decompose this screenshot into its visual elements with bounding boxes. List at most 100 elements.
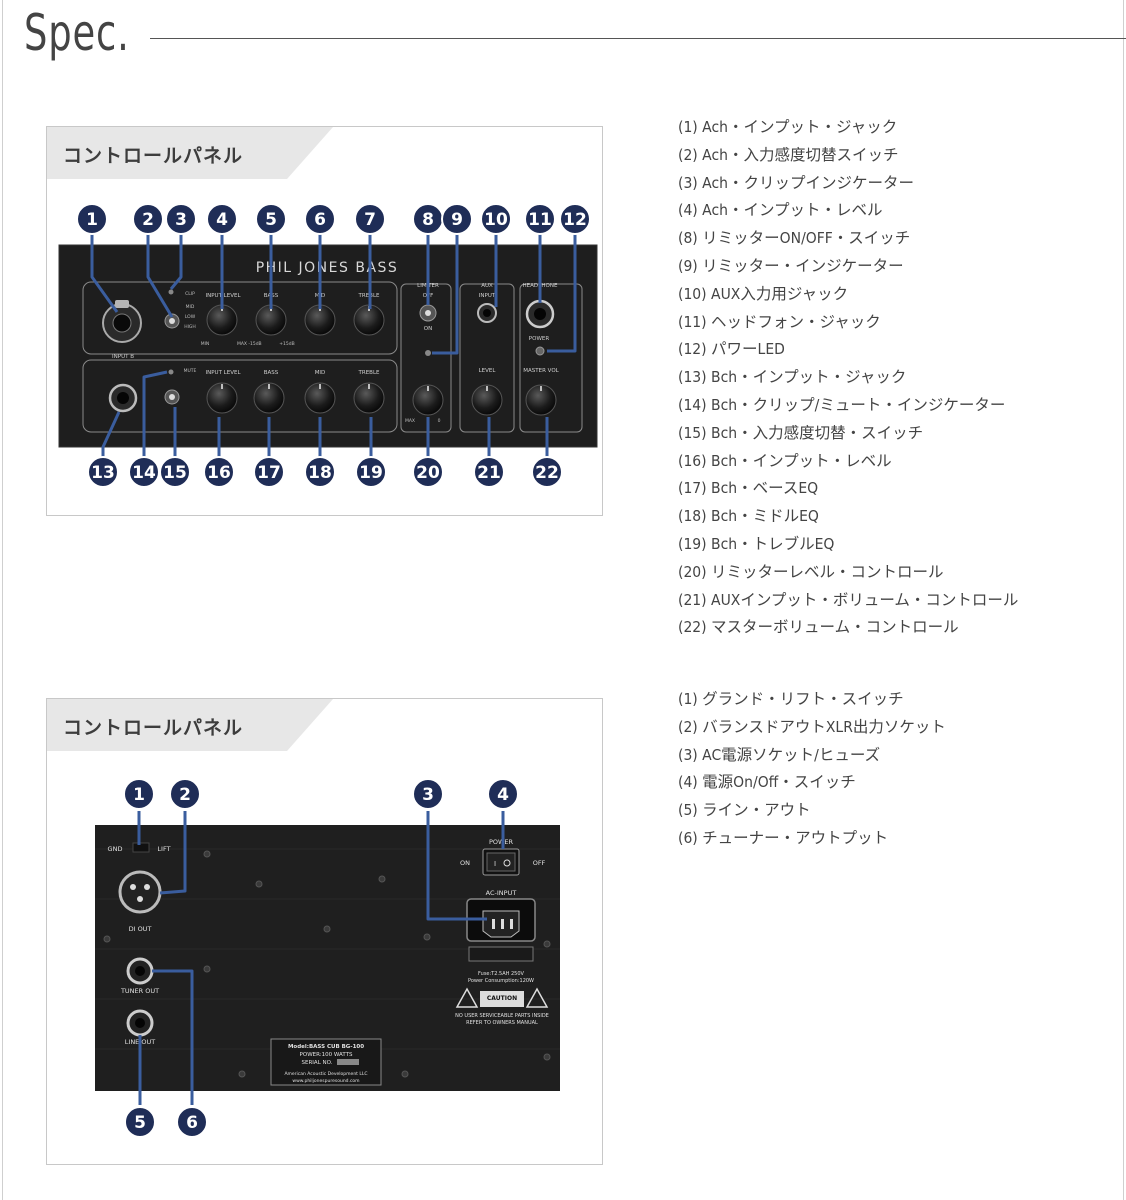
max-label: MAX xyxy=(237,341,247,347)
fuse-label: Fuse:T2.5AH 250V xyxy=(478,971,524,977)
rear-panel-figure: GND LIFT DI OUT TUNER OUT LINE OUT POWER… xyxy=(46,698,603,1165)
control-knob xyxy=(255,304,287,336)
control-knob xyxy=(206,382,238,414)
spec-item: (15) Bch・入力感度切替・スイッチ xyxy=(678,423,924,442)
high-label: HIGH xyxy=(184,324,196,330)
callout-number: 3 xyxy=(422,785,434,805)
callout-number: 5 xyxy=(265,210,277,230)
spec-item: (12) パワーLED xyxy=(678,340,785,359)
lift-label: LIFT xyxy=(157,845,170,853)
spec-item: (17) Bch・ベースEQ xyxy=(678,479,819,498)
callout-badge: 22 xyxy=(531,456,563,488)
maker-label: American Acoustic Development LLC xyxy=(284,1071,367,1077)
spec-item: (21) AUXインプット・ボリューム・コントロール xyxy=(678,590,1019,609)
callout-number: 1 xyxy=(133,785,145,805)
callout-badge: 6 xyxy=(304,203,336,235)
callout-badge: 15 xyxy=(159,456,191,488)
callout-number: 3 xyxy=(175,210,187,230)
callout-badge: 1 xyxy=(123,778,155,810)
power-switch: I xyxy=(482,848,520,876)
front-panel-photo: PHIL JONES BASS LIMITER AUX HEADPHONE OF… xyxy=(58,203,598,488)
spec-item: (4) Ach・インプット・レベル xyxy=(678,201,883,220)
spec-item: (14) Bch・クリップ/ミュート・インジケーター xyxy=(678,395,1006,414)
frame-border-left xyxy=(2,0,3,1200)
aux-label: AUX xyxy=(481,283,493,289)
ground-lift-switch xyxy=(132,842,150,853)
control-knob xyxy=(304,382,336,414)
callout-badge: 18 xyxy=(304,456,336,488)
spec-item: (9) リミッター・インジケーター xyxy=(678,256,904,275)
page-title: Spec. xyxy=(24,4,130,62)
line-out-jack xyxy=(126,1009,154,1037)
callout-badge: 8 xyxy=(412,203,444,235)
limiter-max-label: MAX xyxy=(405,418,415,424)
frame-border-right xyxy=(1123,0,1124,1200)
mute-label: MUTE xyxy=(184,368,197,374)
limiter-on-label: ON xyxy=(424,326,432,332)
callout-number: 7 xyxy=(364,210,376,230)
control-knob xyxy=(525,384,557,416)
spec-item: (16) Bch・インプット・レベル xyxy=(678,451,892,470)
callout-number: 13 xyxy=(91,463,115,483)
tuner-out-jack xyxy=(126,957,154,985)
jack-b xyxy=(108,383,138,413)
sensitivity-switch-b xyxy=(164,389,180,405)
callout-badge: 5 xyxy=(124,1106,156,1138)
spec-item: (2) バランスドアウトXLR出力ソケット xyxy=(678,717,946,736)
callout-badge: 11 xyxy=(524,203,556,235)
spec-item: (19) Bch・トレブルEQ xyxy=(678,534,835,553)
callout-number: 21 xyxy=(477,463,501,483)
spec-item: (3) Ach・クリップインジケーター xyxy=(678,173,914,192)
callout-number: 18 xyxy=(308,463,332,483)
sensitivity-switch-a xyxy=(164,313,180,329)
control-knob xyxy=(253,382,285,414)
rear-panel-photo: GND LIFT DI OUT TUNER OUT LINE OUT POWER… xyxy=(95,778,560,1138)
tab-control-panel-2: コントロールパネル xyxy=(47,699,333,751)
callout-badge: 12 xyxy=(559,203,591,235)
callout-number: 6 xyxy=(186,1113,198,1133)
master-vol-label: MASTER VOL xyxy=(523,368,559,374)
model-plate: Model:BASS CUB BG-100 POWER:100 WATTS SE… xyxy=(270,1038,382,1086)
callout-number: 8 xyxy=(422,210,434,230)
callout-badge: 5 xyxy=(255,203,287,235)
callout-badge: 19 xyxy=(355,456,387,488)
spec-item: (10) AUX入力用ジャック xyxy=(678,284,849,303)
callout-badge: 3 xyxy=(412,778,444,810)
input-level-label-b: INPUT LEVEL xyxy=(205,370,241,376)
gnd-label: GND xyxy=(108,845,123,853)
rear-panel-spec-list: (1) グランド・リフト・スイッチ (2) バランスドアウトXLR出力ソケット … xyxy=(678,688,946,855)
spec-item: (2) Ach・入力感度切替スイッチ xyxy=(678,145,899,164)
bass-label-b: BASS xyxy=(264,370,279,376)
aux-input-label: INPUT xyxy=(479,293,496,299)
serial-label: SERIAL NO. xyxy=(302,1060,333,1066)
callout-badge: 7 xyxy=(354,203,386,235)
spec-item: (1) グランド・リフト・スイッチ xyxy=(678,690,904,708)
callout-number: 4 xyxy=(216,210,228,230)
headphone-jack xyxy=(525,299,555,329)
min-label: MIN xyxy=(201,341,210,347)
spec-item: (11) ヘッドフォン・ジャック xyxy=(678,312,881,331)
limiter-led xyxy=(425,350,431,356)
callout-badge: 3 xyxy=(165,203,197,235)
callout-badge: 17 xyxy=(253,456,285,488)
combo-jack-a xyxy=(102,300,142,343)
power-led-label: POWER xyxy=(529,336,550,342)
callout-badge: 16 xyxy=(203,456,235,488)
callout-badge: 20 xyxy=(412,456,444,488)
consumption-label: Power Consumption:120W xyxy=(468,978,534,984)
callout-badge: 4 xyxy=(206,203,238,235)
mid-switch-label: MID xyxy=(186,304,195,310)
aux-jack xyxy=(477,303,497,323)
spec-item: (22) マスターボリューム・コントロール xyxy=(678,618,959,637)
power-off-label: OFF xyxy=(533,859,546,867)
callout-number: 20 xyxy=(416,463,440,483)
callout-badge: 13 xyxy=(87,456,119,488)
tab-label: コントロールパネル xyxy=(63,717,244,739)
brand-logo: PHIL JONES BASS xyxy=(256,260,399,276)
spec-item: (5) ライン・アウト xyxy=(678,801,811,820)
callout-number: 11 xyxy=(528,210,552,230)
control-knob xyxy=(471,384,503,416)
mid-label-b: MID xyxy=(315,370,326,376)
spec-item: (20) リミッターレベル・コントロール xyxy=(678,562,944,581)
control-knob xyxy=(206,304,238,336)
